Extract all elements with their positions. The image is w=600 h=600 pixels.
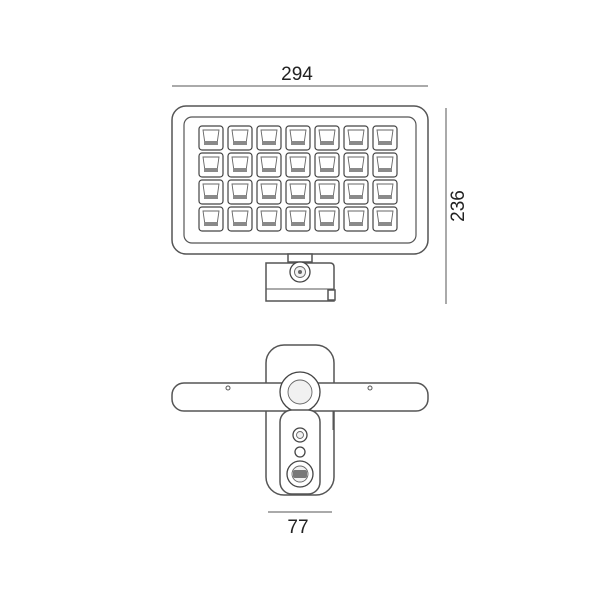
led-cell [198,206,224,232]
led-cell [285,179,311,205]
led-cell [343,125,369,151]
front-view: 294 236 [171,64,469,304]
led-chip [233,195,247,199]
led-cell [227,125,253,151]
led-chip [291,168,305,172]
led-cell [285,206,311,232]
led-chip [349,222,363,226]
led-cell [256,125,282,151]
led-cell [198,152,224,178]
led-chip [233,141,247,145]
led-cell [227,179,253,205]
led-cell [256,179,282,205]
led-cell [314,152,340,178]
height-dimension-label: 236 [448,190,469,222]
led-chip [262,222,276,226]
light-sensor-center [296,431,304,439]
panel-inner-frame [183,116,417,244]
led-chip [262,195,276,199]
led-cell [372,179,398,205]
indicator-led [294,446,306,458]
led-chip [204,168,218,172]
led-chip [291,195,305,199]
led-chip [291,222,305,226]
panel-screw-right [367,385,373,391]
led-cell [314,179,340,205]
led-cell [256,206,282,232]
led-cell [372,125,398,151]
led-chip [378,195,392,199]
led-chip [378,222,392,226]
led-cell [198,179,224,205]
led-chip [262,168,276,172]
led-cell [314,206,340,232]
mount-side-tab [327,289,336,301]
led-cell [343,206,369,232]
top-view: 77 [171,344,429,538]
led-grid [198,125,398,232]
led-chip [378,168,392,172]
led-cell [372,206,398,232]
mount-width-dimension-label: 77 [287,517,308,538]
led-chip [320,195,334,199]
led-chip [320,168,334,172]
led-cell [227,206,253,232]
led-chip [378,141,392,145]
led-chip [320,222,334,226]
led-cell [343,179,369,205]
pir-sensor-window [293,470,307,478]
led-cell [314,125,340,151]
led-chip [204,141,218,145]
led-chip [349,141,363,145]
led-chip [233,222,247,226]
top-hub-inner [287,379,313,405]
mount-neck [287,253,313,263]
led-chip [320,141,334,145]
pivot-knob-dot [298,270,302,274]
led-cell [285,152,311,178]
led-cell [198,125,224,151]
led-chip [204,195,218,199]
led-cell [227,152,253,178]
led-chip [233,168,247,172]
led-cell [343,152,369,178]
led-chip [349,195,363,199]
panel-screw-left [225,385,231,391]
led-chip [262,141,276,145]
led-chip [291,141,305,145]
led-chip [204,222,218,226]
width-dimension-label: 294 [281,64,313,85]
led-chip [349,168,363,172]
led-cell [256,152,282,178]
led-cell [372,152,398,178]
led-cell [285,125,311,151]
